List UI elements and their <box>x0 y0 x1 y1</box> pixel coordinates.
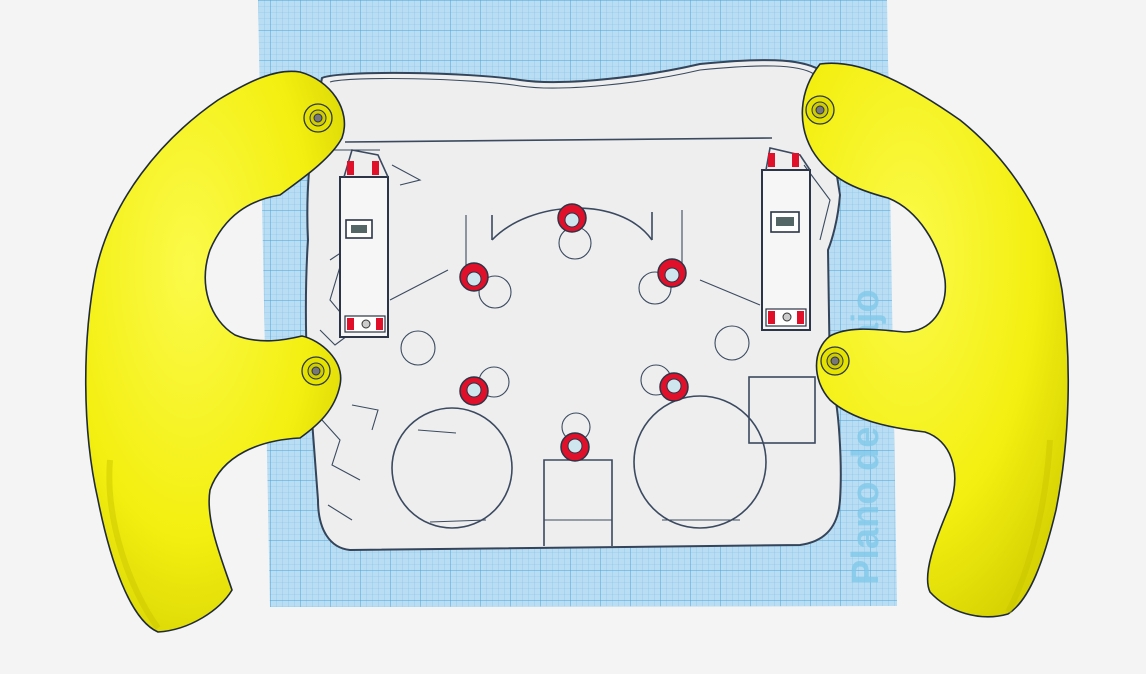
wheel-base-plate[interactable] <box>304 59 842 552</box>
screw-icon <box>805 95 835 125</box>
screw-icon <box>820 346 850 376</box>
screw-icon <box>303 103 333 133</box>
left-grip-handle[interactable] <box>84 70 346 633</box>
push-buttons[interactable] <box>459 203 689 462</box>
push-button[interactable] <box>560 432 590 462</box>
push-button[interactable] <box>659 372 689 402</box>
push-button[interactable] <box>557 203 587 233</box>
push-button[interactable] <box>459 376 489 406</box>
left-shift-switch[interactable] <box>339 149 389 338</box>
push-button[interactable] <box>459 262 489 292</box>
screw-icon <box>301 356 331 386</box>
push-button[interactable] <box>657 258 687 288</box>
right-grip-handle[interactable] <box>801 62 1070 618</box>
right-shift-switch[interactable] <box>761 147 811 331</box>
